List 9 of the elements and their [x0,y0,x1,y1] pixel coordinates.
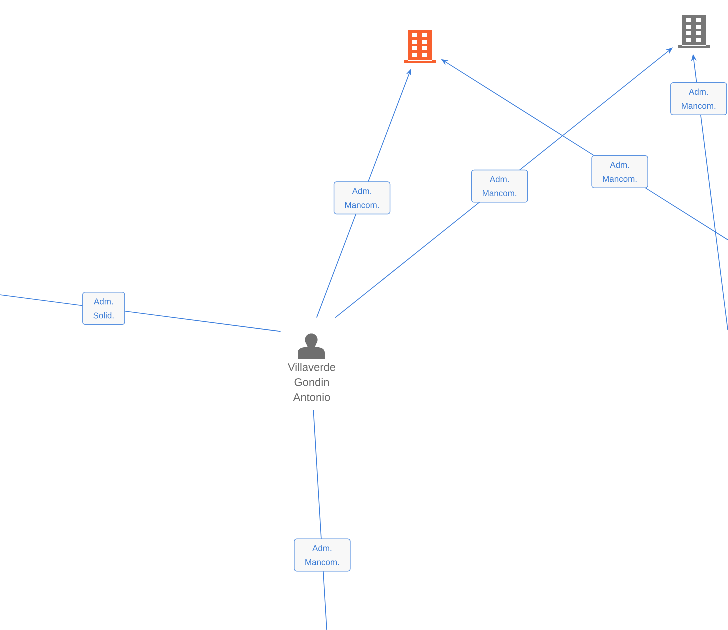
edge-label: Adm. Mancom. [334,182,391,215]
edge-label: Adm. Mancom. [670,82,728,116]
building-icon [404,30,436,64]
edge-label: Adm. Solid. [82,292,126,326]
edge-label: Adm. Mancom. [294,538,351,572]
edge-label: Adm. Mancom. [471,170,528,203]
edge-label: Adm. Mancom. [592,156,648,188]
building-icon [678,15,710,48]
person-name: Villaverde Gondin Antonio [288,363,336,402]
